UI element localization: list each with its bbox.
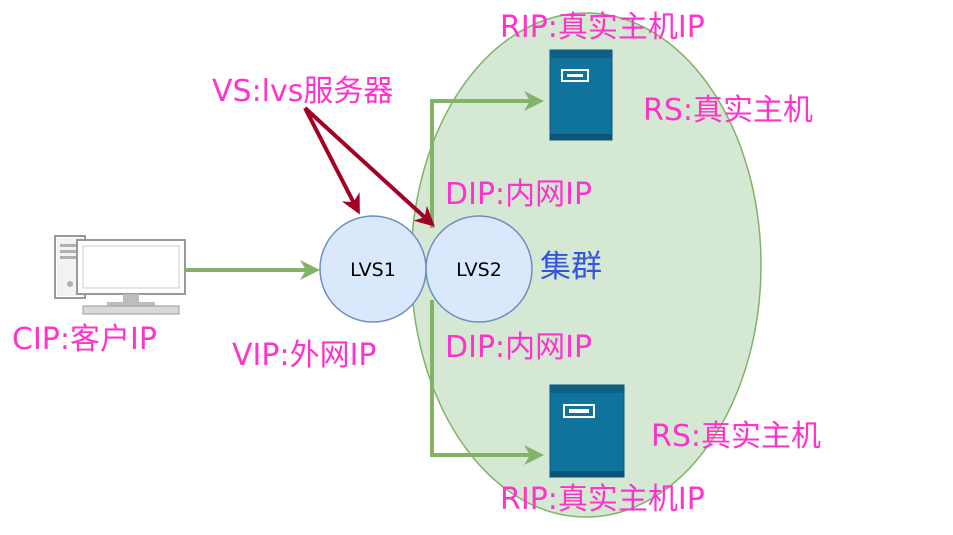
lvs2-label: LVS2 bbox=[456, 259, 502, 281]
vip-label: VIP:外网IP bbox=[232, 338, 377, 373]
server-tower-icon bbox=[549, 49, 613, 141]
lvs1-node: LVS1 bbox=[319, 215, 427, 323]
rs-top-label: RS:真实主机 bbox=[643, 93, 813, 128]
vs-pointer-lvs2 bbox=[303, 106, 435, 227]
server-tower-icon bbox=[549, 384, 625, 478]
dip-bottom-label: DIP:内网IP bbox=[445, 330, 592, 365]
desktop-computer-icon bbox=[54, 235, 186, 315]
rs-bottom-label: RS:真实主机 bbox=[651, 419, 821, 454]
lvs1-label: LVS1 bbox=[350, 259, 396, 281]
link-lvs-to-top-server bbox=[430, 91, 544, 228]
rip-bottom-label: RIP:真实主机IP bbox=[500, 482, 705, 517]
lvs2-node: LVS2 bbox=[425, 215, 533, 323]
vs-label: VS:lvs服务器 bbox=[212, 74, 393, 109]
rip-top-label: RIP:真实主机IP bbox=[500, 10, 705, 45]
cip-label: CIP:客户IP bbox=[12, 322, 157, 357]
dip-top-label: DIP:内网IP bbox=[445, 177, 592, 212]
vs-pointer-lvs1 bbox=[303, 107, 360, 215]
cluster-label: 集群 bbox=[540, 249, 602, 285]
link-lvs-to-bottom-server bbox=[430, 300, 544, 465]
